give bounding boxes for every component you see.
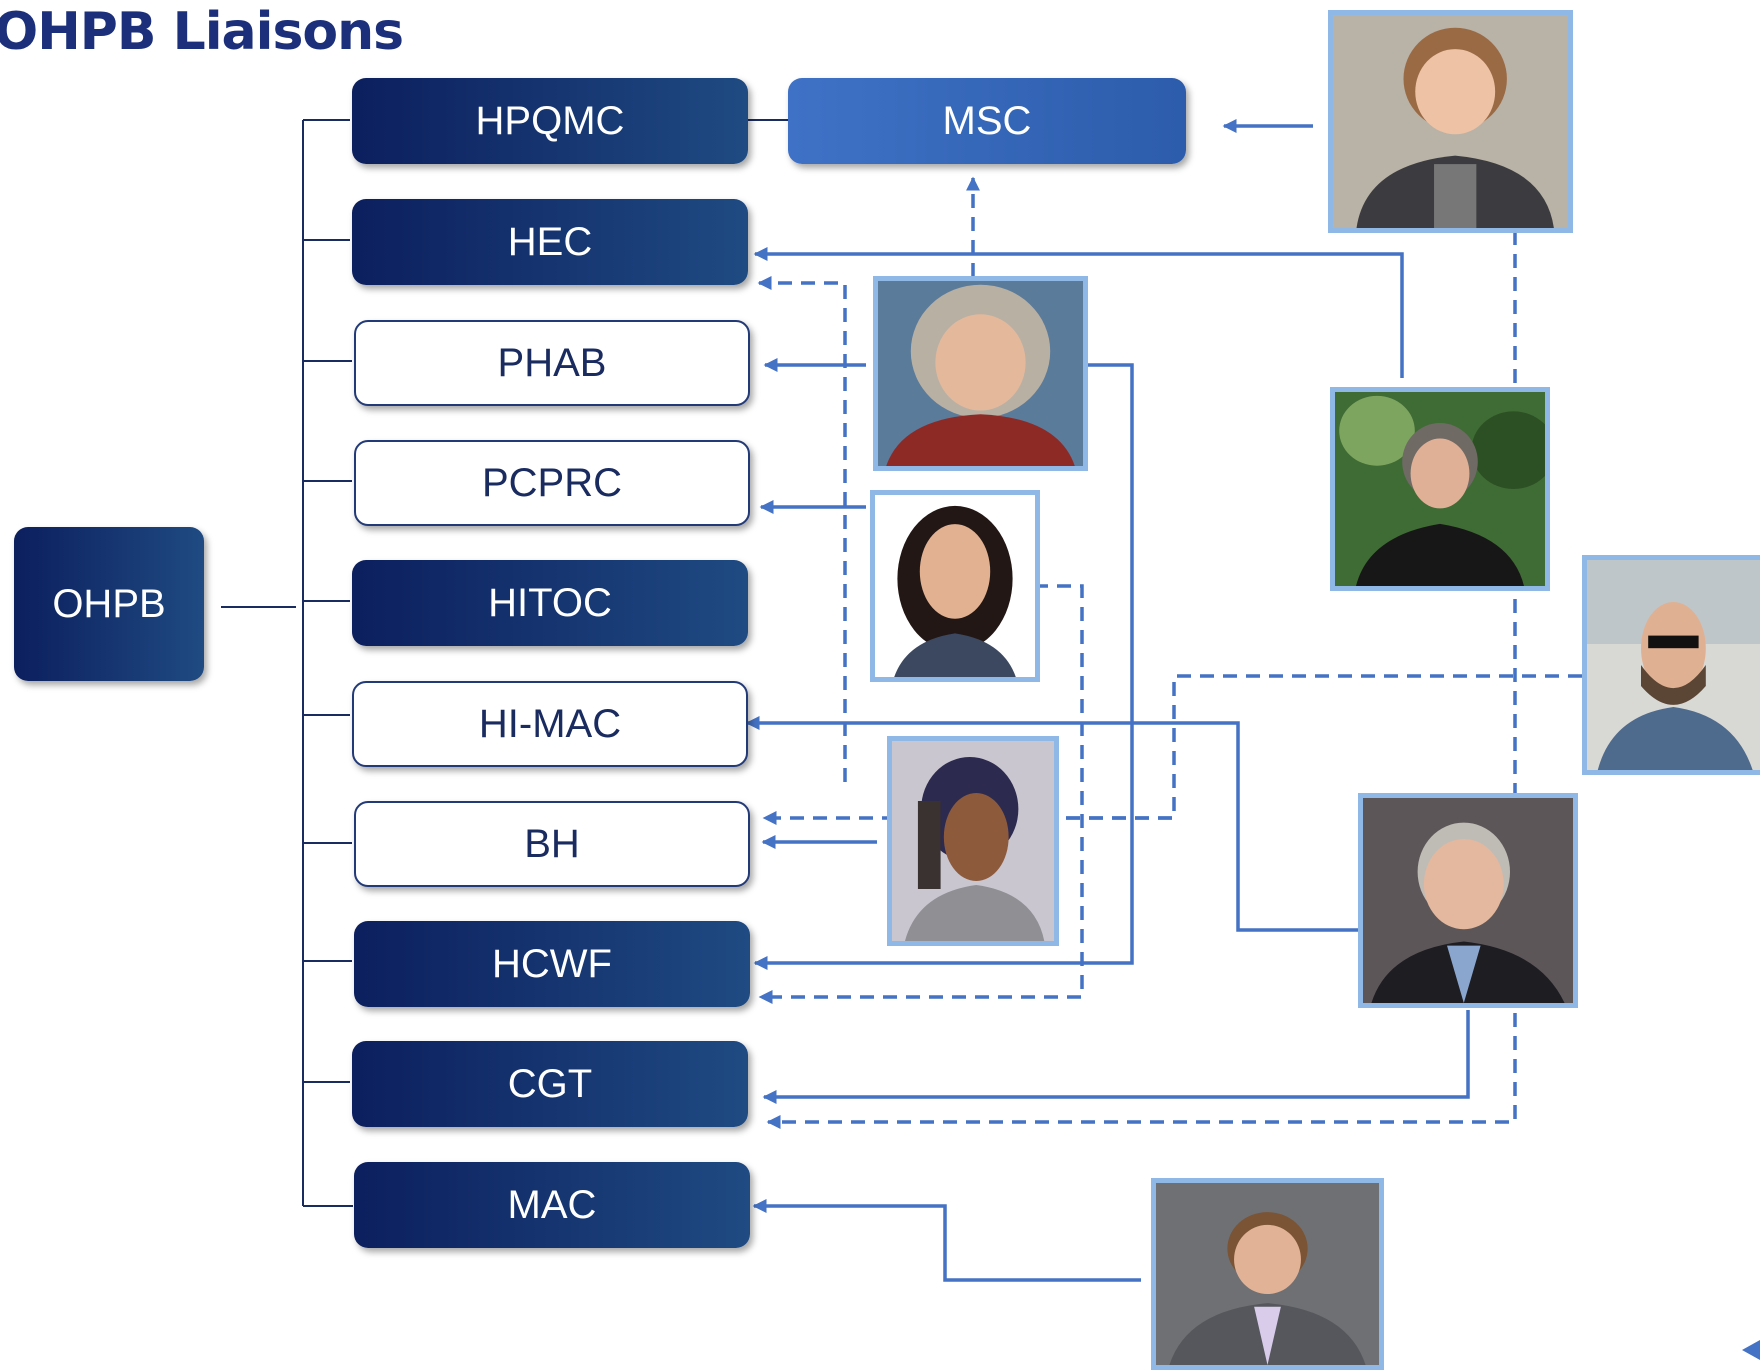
liaison-photo-mac: [1151, 1178, 1384, 1370]
hitoc-node[interactable]: HITOC: [352, 560, 748, 646]
liaison-photo-msc: [1328, 10, 1573, 233]
himac-label: HI-MAC: [478, 701, 622, 746]
pcprc-node[interactable]: PCPRC: [354, 440, 750, 526]
phab-label: PHAB: [497, 340, 607, 385]
msc-node[interactable]: MSC: [788, 78, 1186, 164]
hpqmc-label: HPQMC: [475, 98, 625, 143]
cgt-node[interactable]: CGT: [352, 1041, 748, 1127]
ohpb-label: OHPB: [52, 581, 166, 626]
cgt-label: CGT: [507, 1061, 593, 1106]
liaison-photo-pcprc: [870, 490, 1040, 682]
hec-node[interactable]: HEC: [352, 199, 748, 285]
bh-label: BH: [524, 821, 580, 866]
phab-node[interactable]: PHAB: [354, 320, 750, 406]
himac-node[interactable]: HI-MAC: [352, 681, 748, 767]
hpqmc-node[interactable]: HPQMC: [352, 78, 748, 164]
hcwf-node[interactable]: HCWF: [354, 921, 750, 1007]
ohpb-node[interactable]: OHPB: [14, 527, 204, 681]
liaison-photo-bh: [887, 736, 1059, 946]
solid-liaison-links: [745, 119, 1470, 1282]
liaison-photo-hec: [1330, 387, 1550, 591]
liaison-photo-phab: [873, 276, 1088, 471]
msc-label: MSC: [942, 98, 1032, 143]
pcprc-label: PCPRC: [481, 460, 623, 505]
bh-node[interactable]: BH: [354, 801, 750, 887]
mac-label: MAC: [507, 1182, 597, 1227]
liaison-photo-cgt: [1358, 793, 1578, 1008]
hec-label: HEC: [507, 219, 593, 264]
org-tree-bracket: [221, 119, 788, 1207]
page-title: OHPB Liaisons: [0, 2, 404, 62]
hitoc-label: HITOC: [488, 580, 612, 625]
mac-node[interactable]: MAC: [354, 1162, 750, 1248]
liaison-photo-bh-dashed: [1582, 555, 1760, 775]
hcwf-label: HCWF: [492, 941, 612, 986]
